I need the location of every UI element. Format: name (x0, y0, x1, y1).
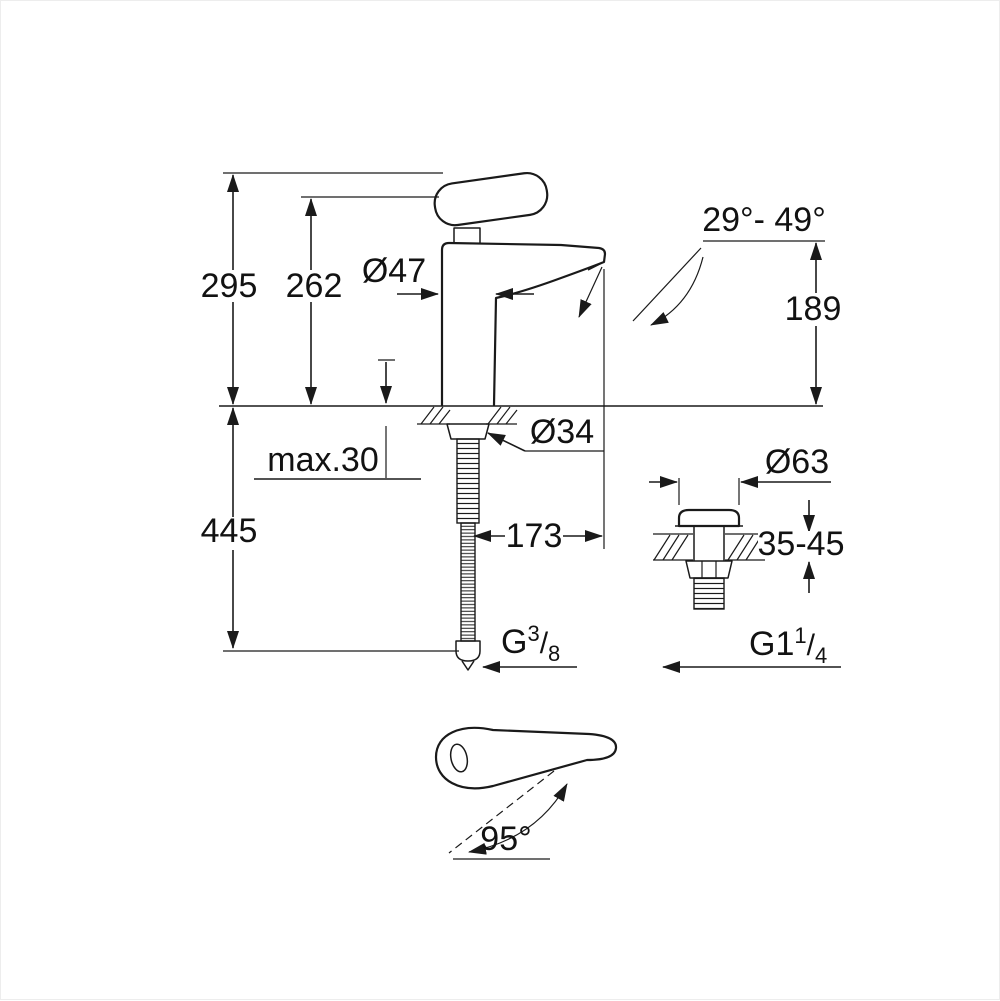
label-spout-outlet-height: 189 (785, 290, 842, 328)
label-spout-reach: 173 (506, 517, 563, 555)
drain-cap (677, 508, 741, 528)
faucet-lever-outline (433, 171, 549, 227)
flow-direction-arrow (578, 266, 603, 318)
drain-locknut (685, 560, 733, 579)
label-handle-swivel-angle: 95° (480, 820, 531, 858)
handle-plan-view: 95° (434, 726, 618, 860)
dim-drain-flange-diameter: Ø63 (649, 443, 831, 505)
handle-plan-outline (434, 726, 618, 790)
label-hole-diameter: Ø34 (530, 413, 594, 451)
deck-section-faucet (417, 406, 518, 425)
supply-shank-and-hose (446, 423, 490, 671)
label-max-deck-thickness: max.30 (267, 441, 379, 479)
handle-slot (449, 743, 469, 773)
threaded-shank (456, 438, 480, 524)
mounting-nut (446, 423, 490, 440)
drain-threaded-tail (693, 577, 725, 610)
faucet-front-view (433, 171, 607, 407)
faucet-body-outline (440, 241, 607, 407)
flexible-hose (460, 522, 476, 642)
dim-body-height: 262 (286, 196, 439, 405)
faucet-lever-neck (453, 227, 481, 243)
dim-spout-outlet-height: 189 (785, 242, 842, 405)
dim-spout-reach: 173 (473, 517, 603, 555)
supply-thread-callout: G3/8 (482, 621, 577, 673)
label-spout-angle-range: 29°- 49° (702, 201, 826, 239)
label-body-height: 262 (286, 267, 343, 305)
label-drain-thread: G11/4 (749, 623, 827, 668)
dim-hose-length: 445 (201, 407, 459, 652)
aerator-line (587, 262, 603, 271)
hose-end-tip (461, 660, 475, 671)
dim-total-height: 295 (201, 172, 443, 405)
label-drain-deck-thickness: 35-45 (758, 525, 845, 563)
label-hose-length: 445 (201, 512, 258, 550)
label-drain-flange-diameter: Ø63 (765, 443, 829, 481)
hose-end-fitting (455, 640, 481, 662)
label-body-diameter: Ø47 (362, 252, 426, 290)
dim-drain-deck-thickness: 35-45 (758, 500, 846, 593)
drain-assembly-view (653, 508, 765, 610)
label-supply-thread: G3/8 (501, 621, 560, 666)
drain-thread-callout: G11/4 (662, 623, 841, 673)
dim-spout-angle: 29°- 49° (632, 201, 826, 326)
swivel-angle-arc (468, 783, 568, 855)
label-total-height: 295 (201, 267, 258, 305)
dim-body-diameter: Ø47 (362, 252, 534, 300)
dim-hole-diameter: Ø34 (487, 413, 604, 452)
dim-max-deck-thickness: max.30 (254, 359, 421, 480)
